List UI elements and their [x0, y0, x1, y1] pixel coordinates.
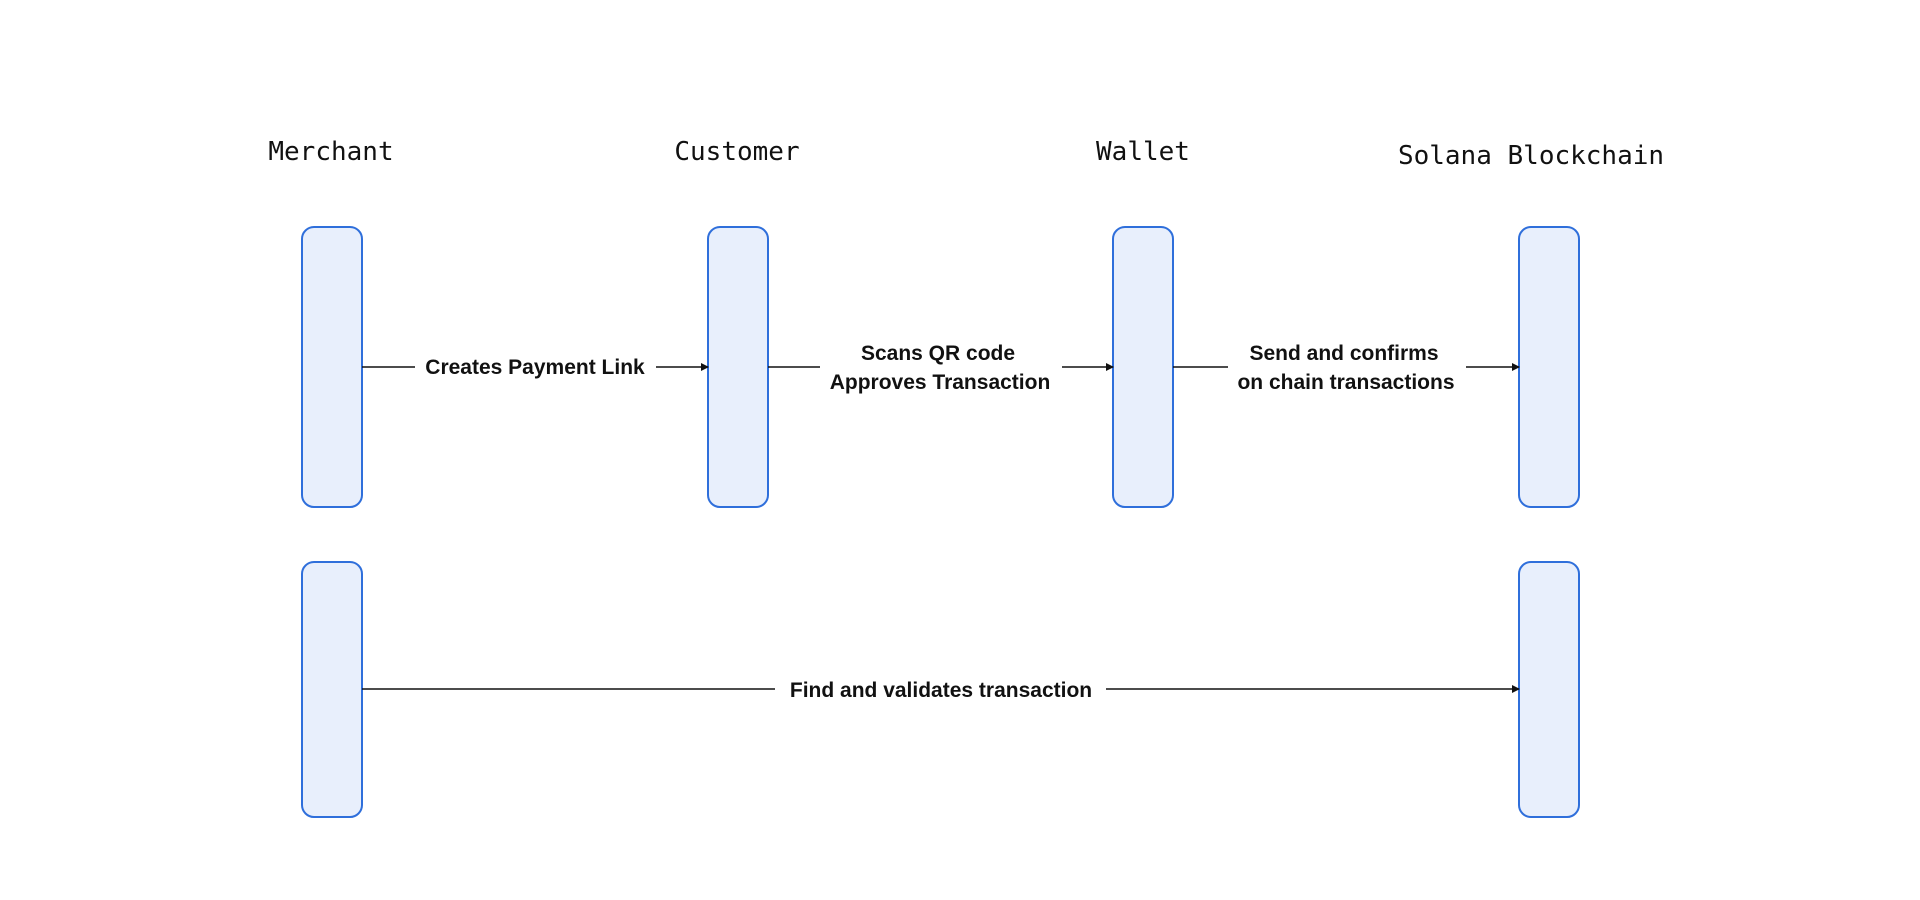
- blockchain-activation-1: [1518, 226, 1580, 508]
- actor-title-blockchain: Solana Blockchain: [1398, 141, 1664, 171]
- wallet-activation-1: [1112, 226, 1174, 508]
- message-scan-qr-line2: Approves Transaction: [830, 371, 1051, 394]
- actor-title-wallet: Wallet: [1096, 137, 1190, 167]
- message-scan-qr-line1: Scans QR code: [861, 342, 1015, 365]
- actor-title-customer: Customer: [674, 137, 799, 167]
- message-create-payment-link: Creates Payment Link: [425, 356, 645, 379]
- message-find-validate: Find and validates transaction: [790, 679, 1092, 702]
- merchant-activation-1: [301, 226, 363, 508]
- actor-title-merchant: Merchant: [268, 137, 393, 167]
- blockchain-activation-2: [1518, 561, 1580, 818]
- customer-activation-1: [707, 226, 769, 508]
- message-send-confirm-line2: on chain transactions: [1237, 371, 1454, 394]
- merchant-activation-2: [301, 561, 363, 818]
- message-send-confirm-line1: Send and confirms: [1249, 342, 1438, 365]
